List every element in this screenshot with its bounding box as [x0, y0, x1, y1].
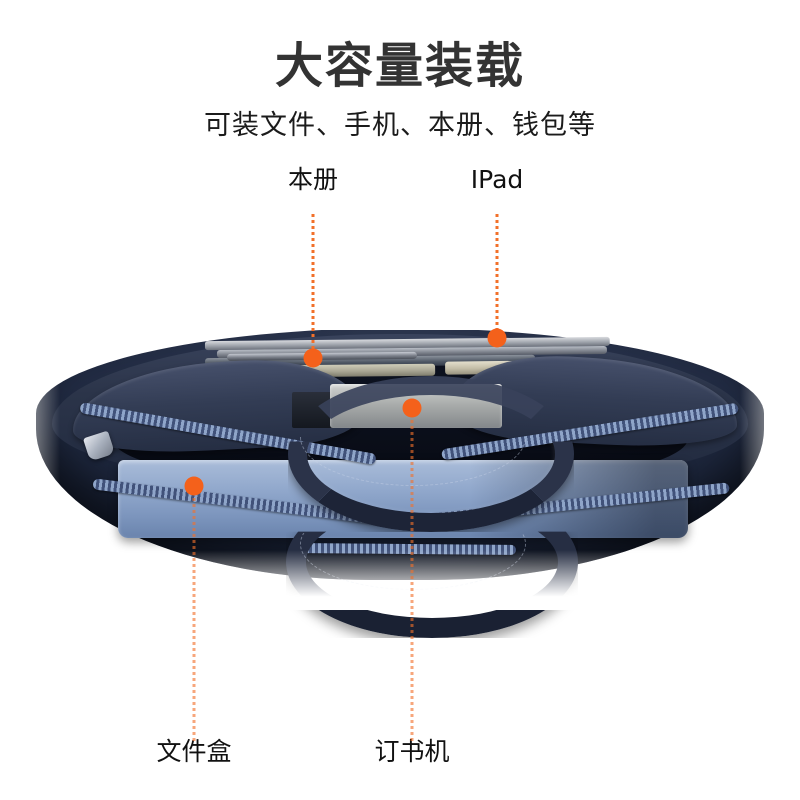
callout-leader-stapler — [410, 408, 414, 742]
product-photo — [0, 300, 800, 638]
bag-top-mask — [0, 300, 800, 330]
callout-leader-ipad — [495, 214, 499, 338]
photo-left-fade — [0, 300, 60, 600]
page-title: 大容量装载 — [274, 38, 525, 94]
callout-leader-file-box — [192, 486, 196, 742]
callout-leader-notebook — [311, 214, 315, 358]
callout-dot-ipad — [487, 328, 507, 348]
callout-dot-file-box — [184, 476, 204, 496]
page-subtitle: 可装文件、手机、本册、钱包等 — [204, 110, 596, 141]
photo-right-fade — [740, 300, 800, 600]
photo-bottom-fade — [0, 550, 800, 610]
callout-label-notebook: 本册 — [287, 165, 339, 194]
callout-dot-notebook — [303, 348, 323, 368]
callout-dot-stapler — [402, 398, 422, 418]
callout-label-ipad: IPad — [470, 165, 524, 194]
